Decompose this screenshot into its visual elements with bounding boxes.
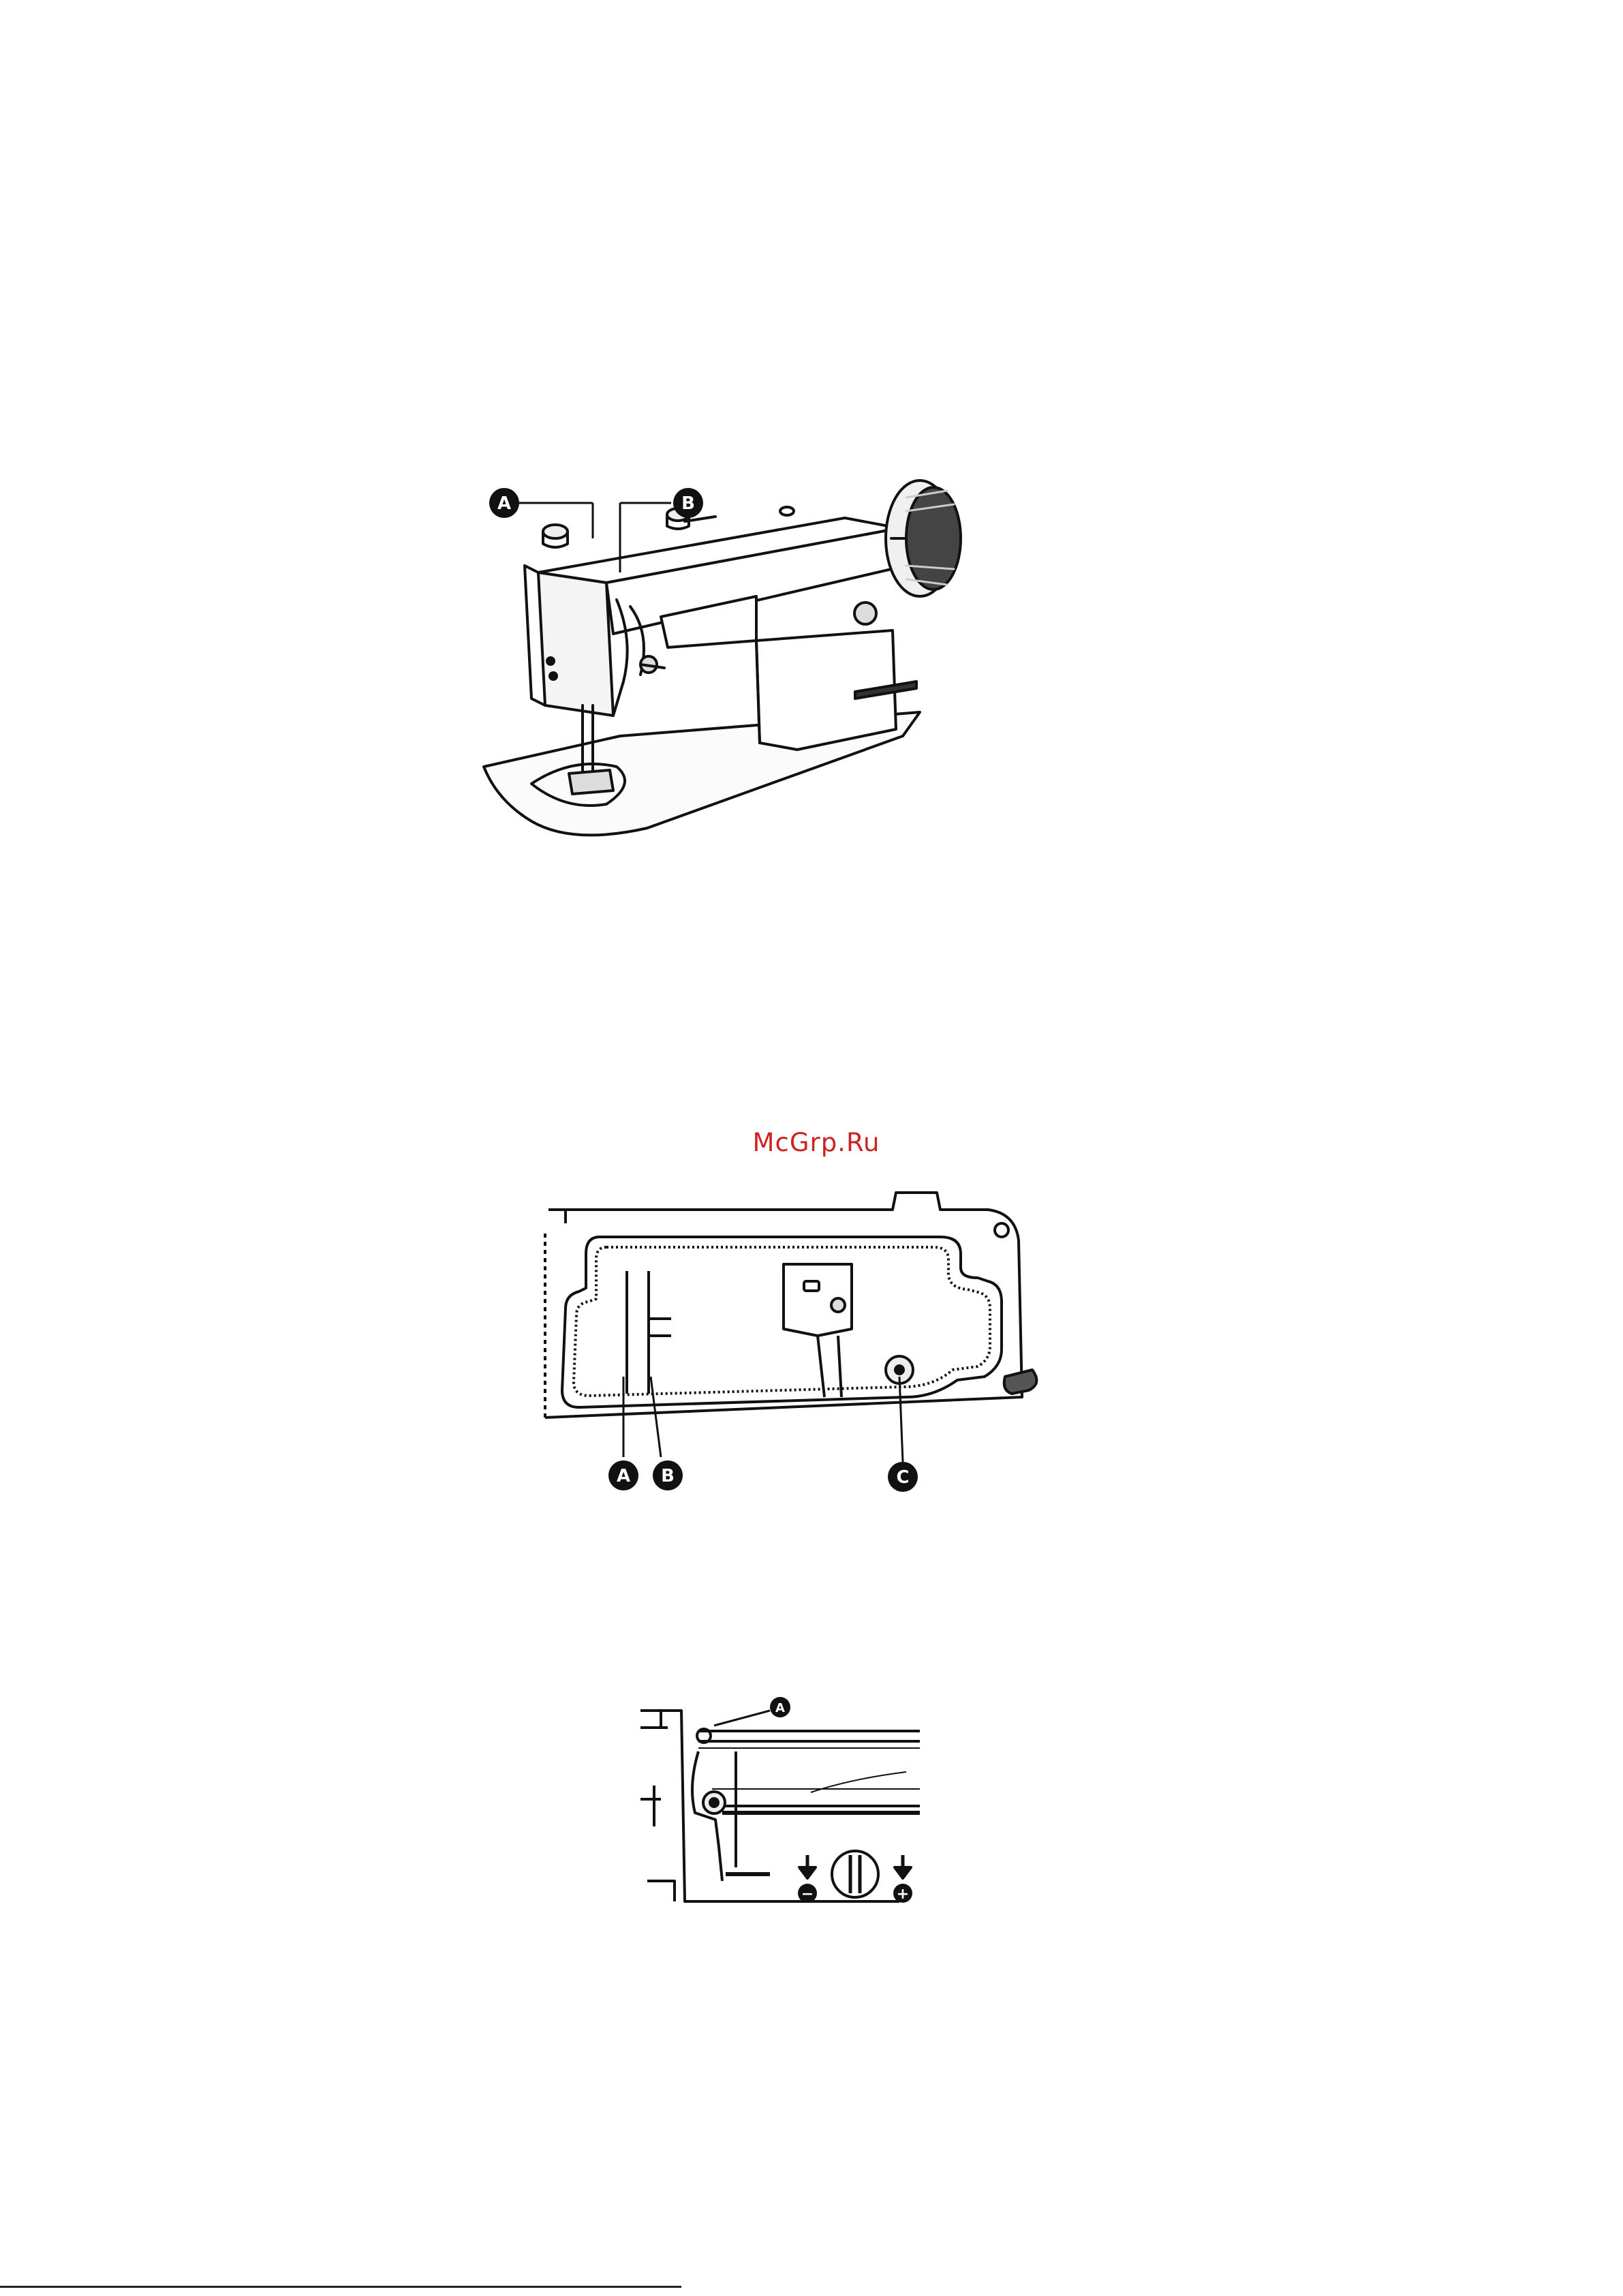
callout-b-label: B	[661, 1466, 675, 1486]
minus-symbol-marker: −	[798, 1884, 817, 1903]
oil-reservoir-drawing: A B C	[525, 1172, 1070, 1506]
oil-adjust-drawing: − + A	[634, 1677, 927, 1929]
watermark-text: McGrp.Ru	[741, 1128, 891, 1157]
minus-symbol: −	[801, 1886, 814, 1903]
callout-b-label: B	[681, 493, 695, 514]
callout-c-label: C	[896, 1467, 909, 1488]
callout-a-marker: A	[608, 1460, 638, 1490]
plus-symbol-marker: +	[893, 1884, 912, 1903]
plus-symbol: +	[897, 1886, 909, 1903]
figure-oil-reservoir: A B C	[525, 1172, 1070, 1506]
callout-a-label: A	[497, 493, 511, 514]
callout-c-marker: C	[888, 1462, 918, 1492]
figure-sewing-machine: A B	[470, 463, 1029, 845]
callout-a-label: A	[617, 1466, 630, 1486]
footer-divider	[0, 2286, 681, 2288]
callout-a-marker: A	[770, 1697, 790, 1717]
sewing-machine-drawing: A B	[470, 463, 1029, 845]
callout-a-marker: A	[489, 488, 593, 538]
figure-oil-adjust: − + A	[634, 1677, 927, 1929]
callout-b-marker: B	[653, 1460, 683, 1490]
callout-a-label: A	[775, 1701, 785, 1715]
